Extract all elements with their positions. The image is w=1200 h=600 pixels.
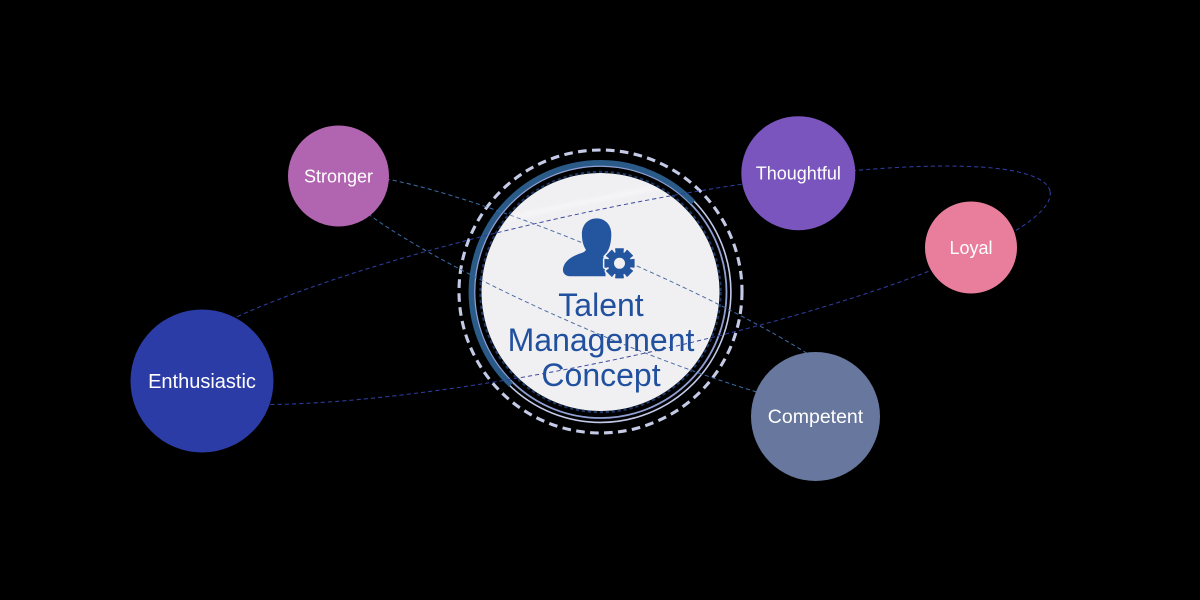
svg-text:Talent: Talent: [558, 287, 644, 323]
svg-text:Thoughtful: Thoughtful: [756, 164, 841, 184]
svg-text:Concept: Concept: [541, 357, 660, 393]
svg-text:Competent: Competent: [768, 406, 864, 428]
svg-text:Loyal: Loyal: [949, 238, 992, 258]
svg-text:Enthusiastic: Enthusiastic: [148, 371, 256, 393]
svg-text:Stronger: Stronger: [304, 167, 373, 187]
svg-text:Management: Management: [508, 322, 695, 358]
